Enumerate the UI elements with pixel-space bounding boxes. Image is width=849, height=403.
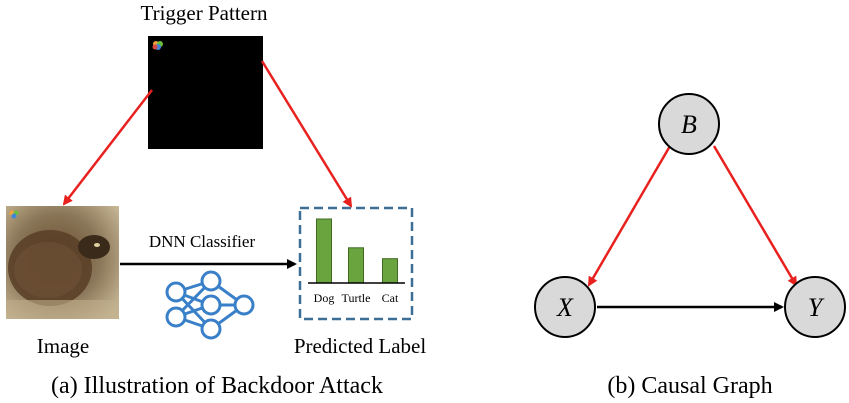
apple-logo-icon	[152, 41, 163, 50]
edge-b-to-x	[587, 145, 672, 287]
predicted-label-categories: Dog Turtle Cat	[314, 291, 399, 305]
bar-label-dog: Dog	[314, 291, 335, 305]
bar-label-cat: Cat	[382, 291, 399, 305]
node-y-label: Y	[808, 293, 825, 322]
trigger-to-label-arrow	[260, 60, 353, 208]
trigger-pattern-label: Trigger Pattern	[141, 1, 268, 25]
right-panel: B X Y (b) Causal Graph	[534, 93, 846, 399]
node-b: B	[658, 93, 720, 155]
classifier-label: DNN Classifier	[149, 232, 256, 251]
predicted-label-bars	[316, 218, 398, 284]
node-b-label: B	[681, 110, 697, 139]
input-image	[6, 206, 119, 319]
bar-label-turtle: Turtle	[342, 291, 371, 305]
apple-logo-icon	[9, 210, 19, 219]
trigger-to-image-arrow	[62, 89, 153, 206]
edge-b-to-y	[712, 145, 798, 287]
caption-a: (a) Illustration of Backdoor Attack	[51, 373, 383, 399]
predicted-label-box	[298, 206, 414, 321]
neural-network-icon	[165, 270, 255, 340]
node-y: Y	[784, 276, 846, 338]
bar-turtle	[348, 247, 364, 284]
caption-b: (b) Causal Graph	[607, 373, 772, 399]
predicted-label-text: Predicted Label	[294, 334, 427, 358]
bar-cat	[382, 258, 398, 284]
image-label: Image	[37, 334, 89, 358]
trigger-pattern-square	[148, 36, 263, 149]
node-x: X	[534, 276, 596, 338]
bar-dog	[316, 218, 332, 284]
node-x-label: X	[556, 293, 574, 322]
left-panel: Trigger Pattern Image DNN Cla	[6, 1, 426, 399]
